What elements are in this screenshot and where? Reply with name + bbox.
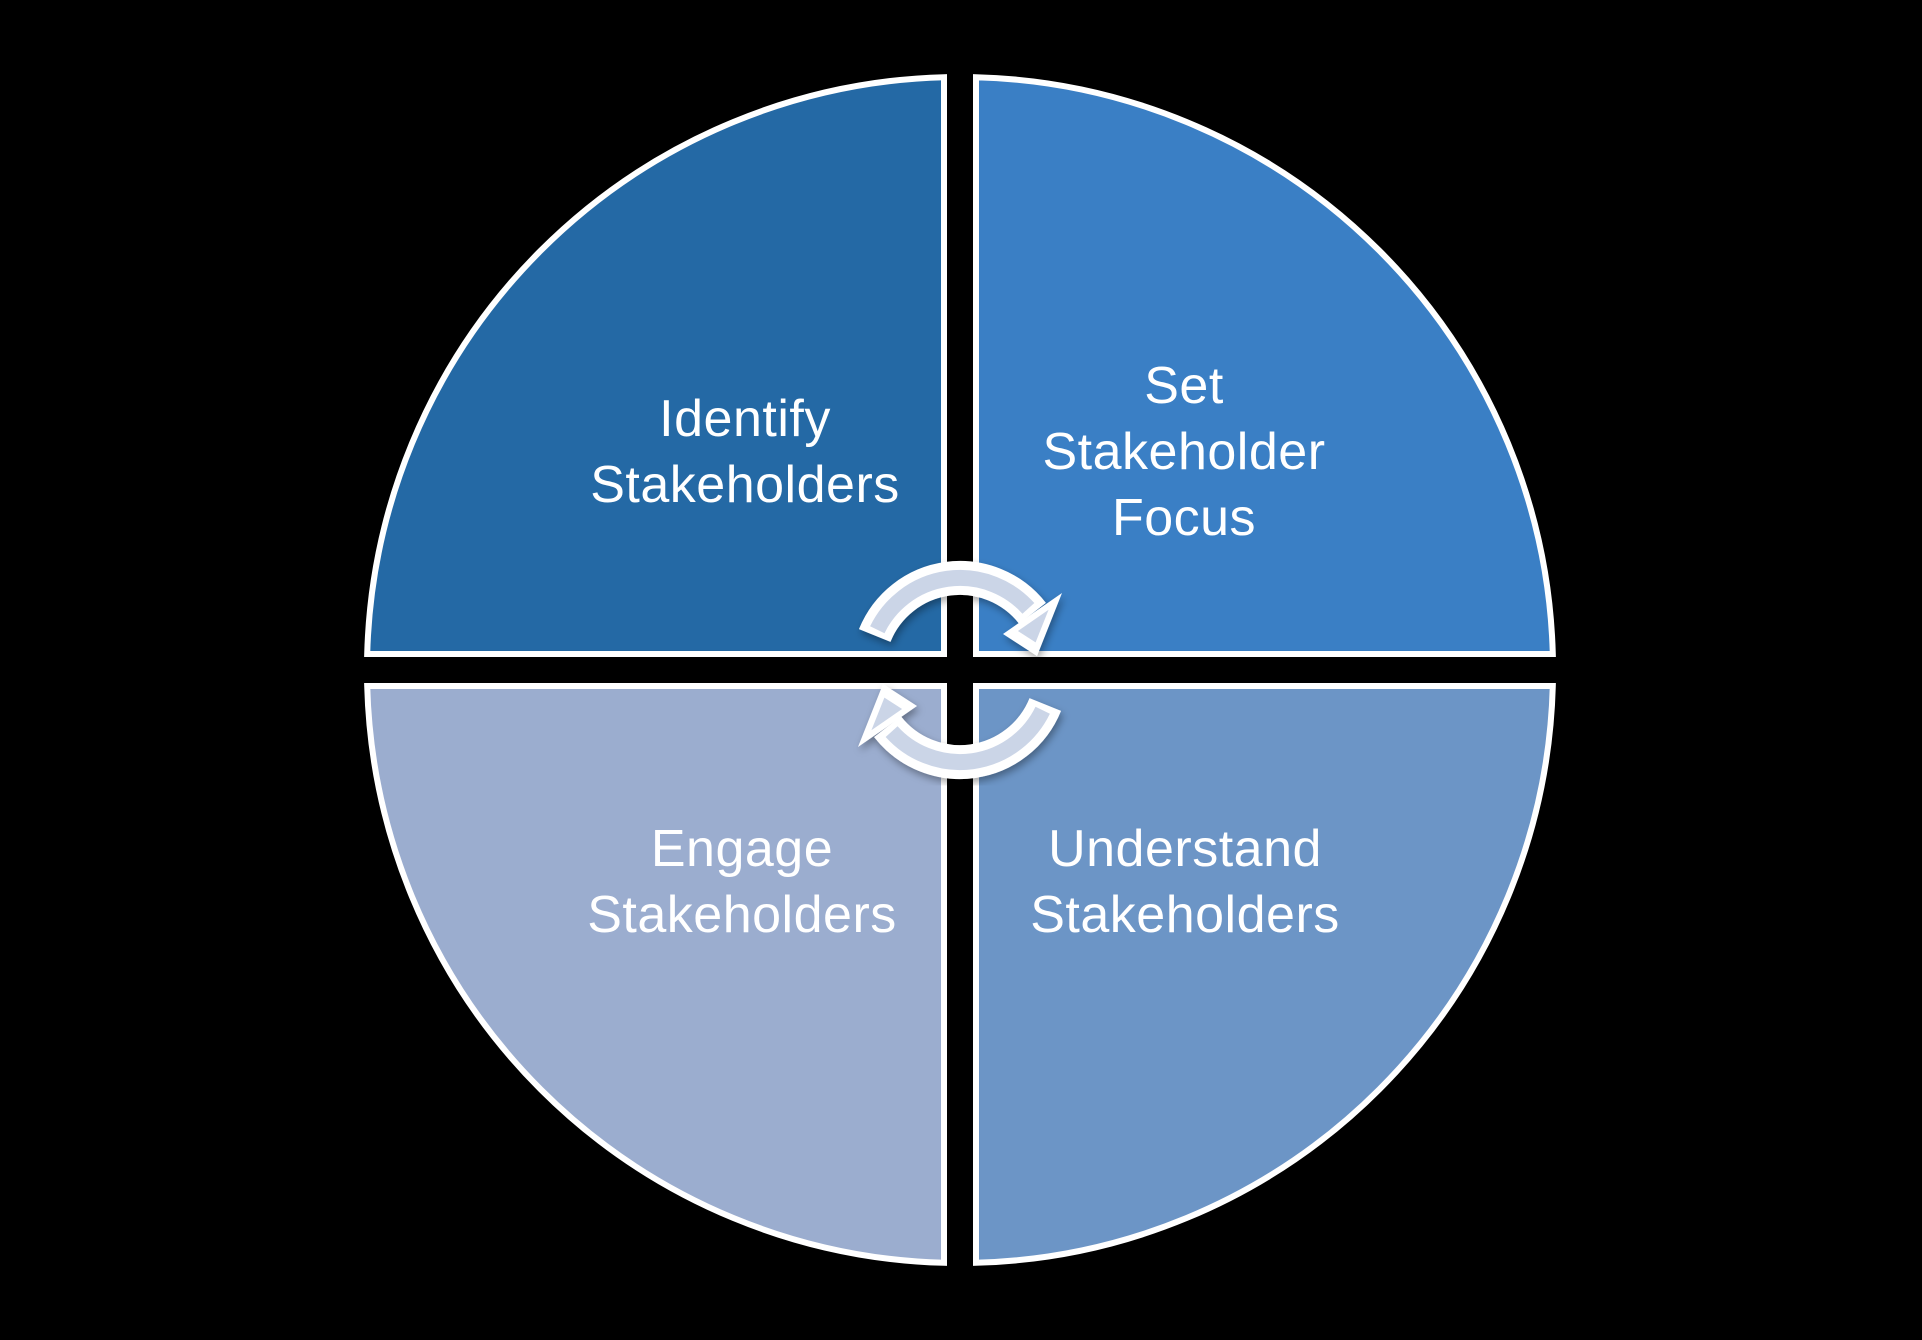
quadrant-understand-stakeholders: [973, 683, 1556, 1266]
quadrant-engage-stakeholders: [364, 683, 947, 1266]
cycle-arrow-top-icon: [858, 560, 1062, 656]
cycle-arrow-top-fill: [870, 569, 1035, 634]
quadrant-identify-stakeholders: [364, 74, 947, 657]
cycle-arrow-top-head-fill: [1017, 609, 1049, 643]
cycle-arrow-bottom-fill: [885, 706, 1050, 771]
cycle-arrow-bottom-head-fill: [871, 697, 903, 731]
cycle-arrow-bottom-icon: [858, 684, 1062, 780]
quadrant-set-stakeholder-focus: [973, 74, 1556, 657]
